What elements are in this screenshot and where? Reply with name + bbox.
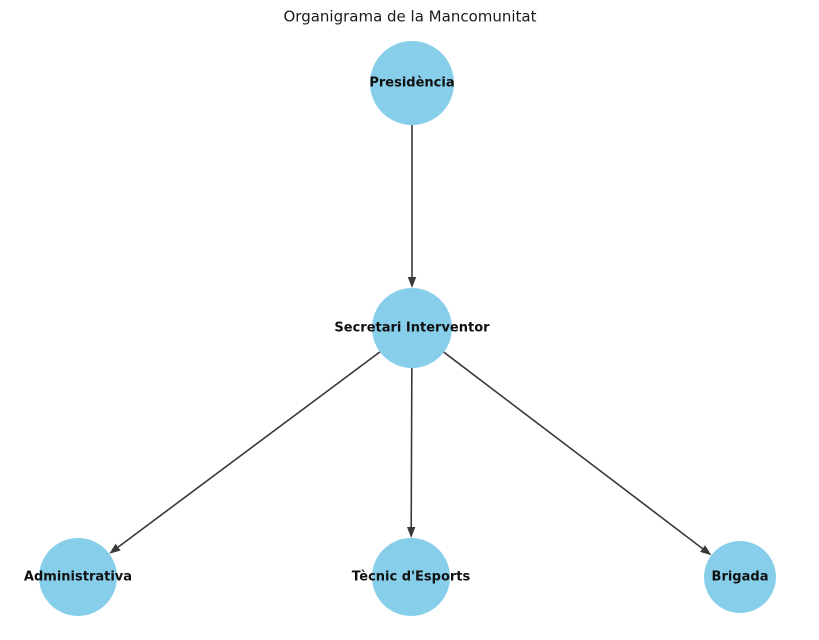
arrowhead-icon	[407, 277, 417, 288]
node-label-presidencia: Presidència	[369, 76, 454, 91]
node-circle-brigada[interactable]	[704, 541, 776, 613]
arrowhead-icon	[407, 526, 416, 538]
node-brigada[interactable]: Brigada	[704, 541, 776, 613]
node-circle-tecnic-desports[interactable]	[372, 538, 450, 616]
node-tecnic-desports[interactable]: Tècnic d'Esports	[352, 538, 471, 616]
page-title: Organigrama de la Mancomunitat	[283, 8, 536, 26]
node-label-administrativa: Administrativa	[24, 570, 132, 585]
edge-presidencia-to-secretari-interventor	[407, 125, 417, 288]
edge-secretari-interventor-to-tecnic-desports	[407, 367, 416, 538]
node-label-tecnic-desports: Tècnic d'Esports	[352, 570, 471, 585]
arrowhead-icon	[109, 543, 121, 554]
edge-secretari-interventor-to-administrativa	[109, 351, 381, 554]
node-presidencia[interactable]: Presidència	[369, 41, 455, 125]
node-circle-administrativa[interactable]	[39, 538, 117, 616]
node-circle-presidencia[interactable]	[370, 41, 454, 125]
arrowhead-icon	[700, 545, 712, 556]
node-label-secretari-interventor: Secretari Interventor	[334, 321, 490, 336]
node-label-brigada: Brigada	[712, 570, 769, 585]
edge-secretari-interventor-to-brigada	[443, 351, 712, 556]
edges-layer	[109, 125, 712, 556]
node-administrativa[interactable]: Administrativa	[24, 538, 132, 616]
node-circle-secretari-interventor[interactable]	[372, 288, 452, 368]
node-secretari-interventor[interactable]: Secretari Interventor	[334, 288, 490, 368]
